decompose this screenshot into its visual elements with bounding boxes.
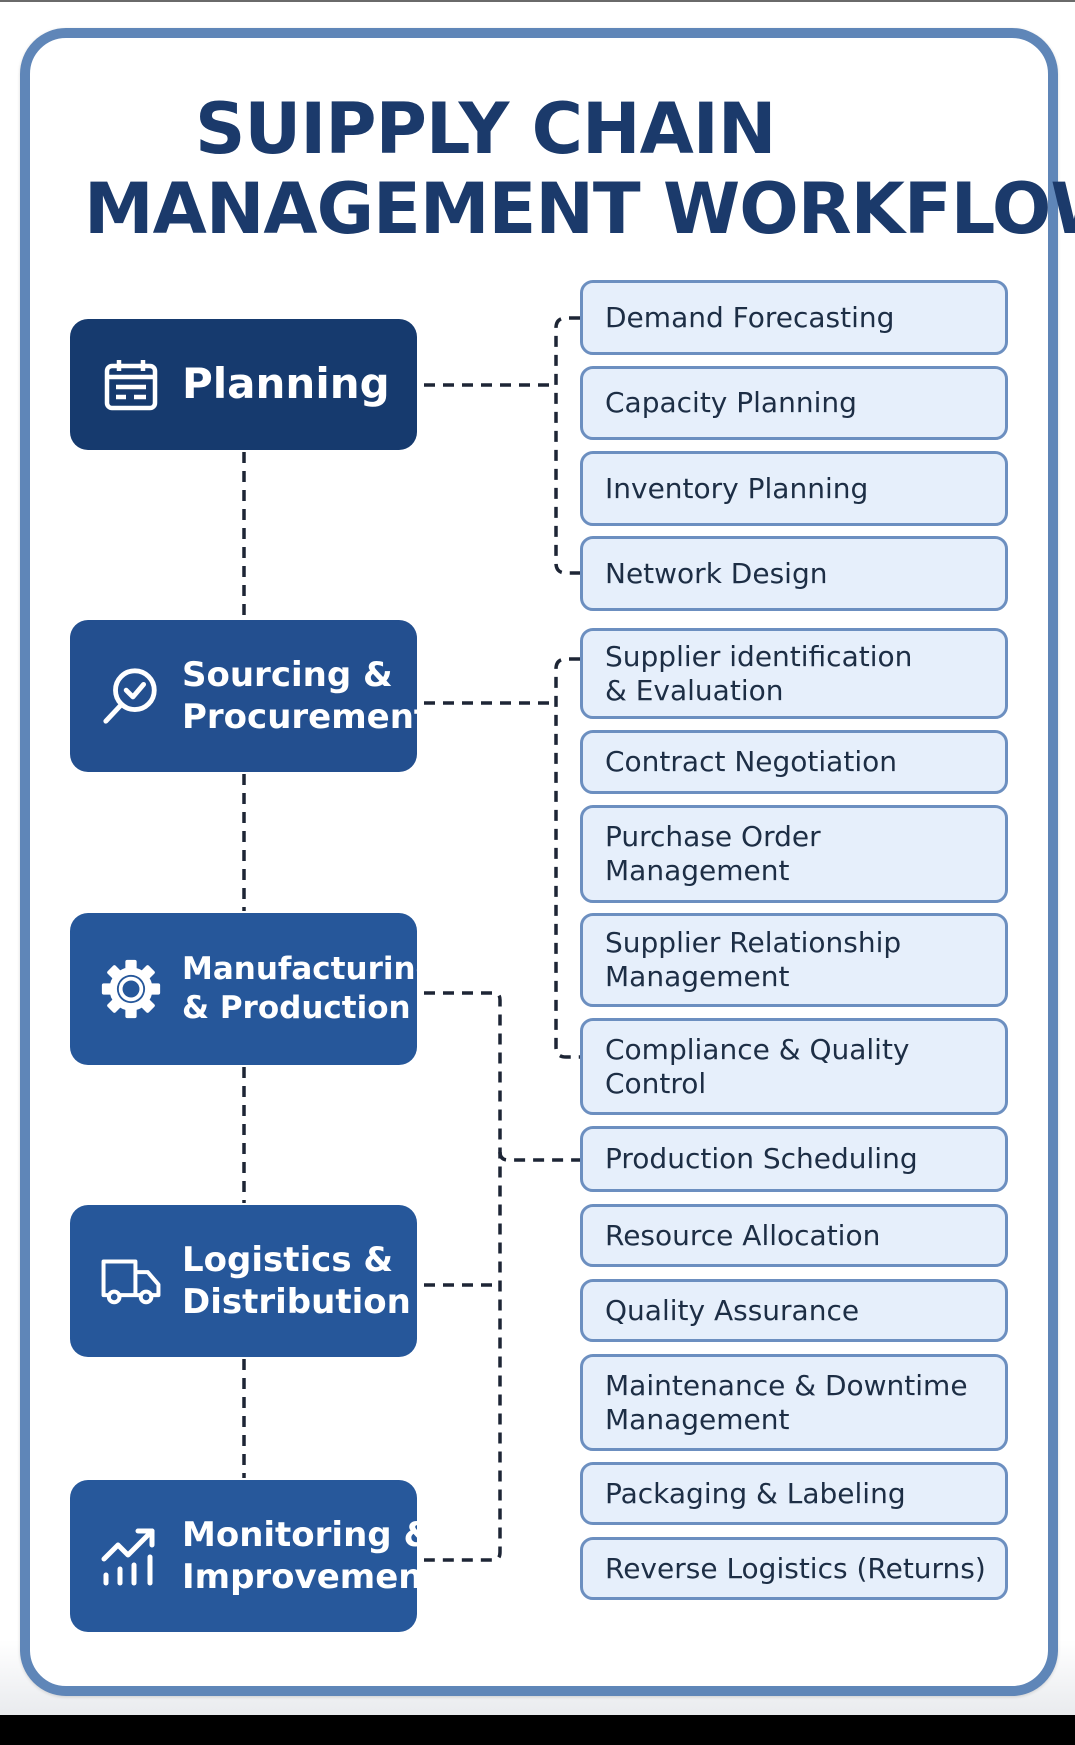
task-production-scheduling[interactable]: Production Scheduling (580, 1126, 1008, 1192)
truck-icon (100, 1250, 162, 1312)
task-label-line-1: Maintenance & Downtime (605, 1368, 968, 1402)
task-label: Demand Forecasting (605, 300, 895, 334)
phase-label-line-2: & Production (182, 990, 411, 1026)
task-label: Quality Assurance (605, 1293, 860, 1327)
phase-logistics-distribution[interactable]: Logistics & Distribution (70, 1205, 417, 1357)
task-capacity-planning[interactable]: Capacity Planning (580, 366, 1008, 440)
task-label: Resource Allocation (605, 1218, 881, 1252)
search-check-icon (100, 665, 162, 727)
phase-manufacturing-production[interactable]: Manufacturing & Production (70, 913, 438, 1065)
task-label-line-1: Purchase Order (605, 820, 821, 854)
task-label-line-1: Compliance & Quality (605, 1032, 910, 1066)
task-label-line-1: Supplier identification (605, 639, 913, 673)
operations-bracket (424, 991, 502, 1562)
task-label-line-2: & Evaluation (605, 673, 784, 707)
task-label-line-2: Control (605, 1066, 707, 1100)
task-label: Production Scheduling (605, 1142, 918, 1176)
task-resource-allocation[interactable]: Resource Allocation (580, 1204, 1008, 1267)
task-label-line-2: Management (605, 960, 790, 993)
sourcing-bracket (554, 657, 580, 1059)
task-reverse-logistics-returns[interactable]: Reverse Logistics (Returns) (580, 1537, 1008, 1600)
phase-label-line-1: Manufacturing (182, 951, 438, 988)
phase-label-line-2: Improvement (182, 1557, 439, 1597)
task-label: Capacity Planning (605, 386, 857, 420)
phase-label-line-1: Logistics & (182, 1239, 394, 1280)
calendar-icon (100, 354, 162, 416)
title-line-2: MANAGEMENT WORKFLOW (84, 168, 1075, 250)
growth-chart-icon (100, 1525, 162, 1587)
task-contract-negotiation[interactable]: Contract Negotiation (580, 730, 1008, 794)
task-demand-forecasting[interactable]: Demand Forecasting (580, 280, 1008, 355)
production-scheduling-connector (498, 1151, 580, 1162)
phase-label-line-2: Distribution (182, 1282, 411, 1322)
phase-label-line-1: Sourcing & (182, 654, 393, 695)
gear-icon (100, 958, 162, 1020)
task-inventory-planning[interactable]: Inventory Planning (580, 451, 1008, 526)
task-label: Contract Negotiation (605, 745, 897, 779)
phase-planning[interactable]: Planning (70, 319, 417, 450)
task-label-line-2: Management (605, 854, 790, 887)
phase-label: Planning (182, 359, 390, 409)
task-label: Reverse Logistics (Returns) (605, 1551, 986, 1585)
top-border-line (0, 0, 1075, 2)
title-line-1: SUIPPLY CHAIN (195, 88, 776, 170)
phase-sourcing-procurement[interactable]: Sourcing & Procurement (70, 620, 430, 772)
task-label: Network Design (605, 556, 828, 590)
planning-bracket (554, 316, 580, 575)
phase-label-line-1: Monitoring & (182, 1514, 434, 1555)
task-network-design[interactable]: Network Design (580, 536, 1008, 611)
task-packaging-labeling[interactable]: Packaging & Labeling (580, 1462, 1008, 1525)
bottom-black-bar (0, 1715, 1075, 1745)
task-label-line-1: Supplier Relationship (605, 926, 902, 960)
phase-label-line-2: Procurement (182, 697, 431, 737)
task-label-line-2: Management (605, 1402, 790, 1436)
task-supplier-identification-evaluation[interactable]: Supplier identification& Evaluation (580, 628, 1008, 719)
task-label: Inventory Planning (605, 471, 869, 505)
phase-monitoring-improvement[interactable]: Monitoring & Improvement (70, 1480, 439, 1632)
task-quality-assurance[interactable]: Quality Assurance (580, 1279, 1008, 1342)
task-label: Packaging & Labeling (605, 1476, 906, 1510)
